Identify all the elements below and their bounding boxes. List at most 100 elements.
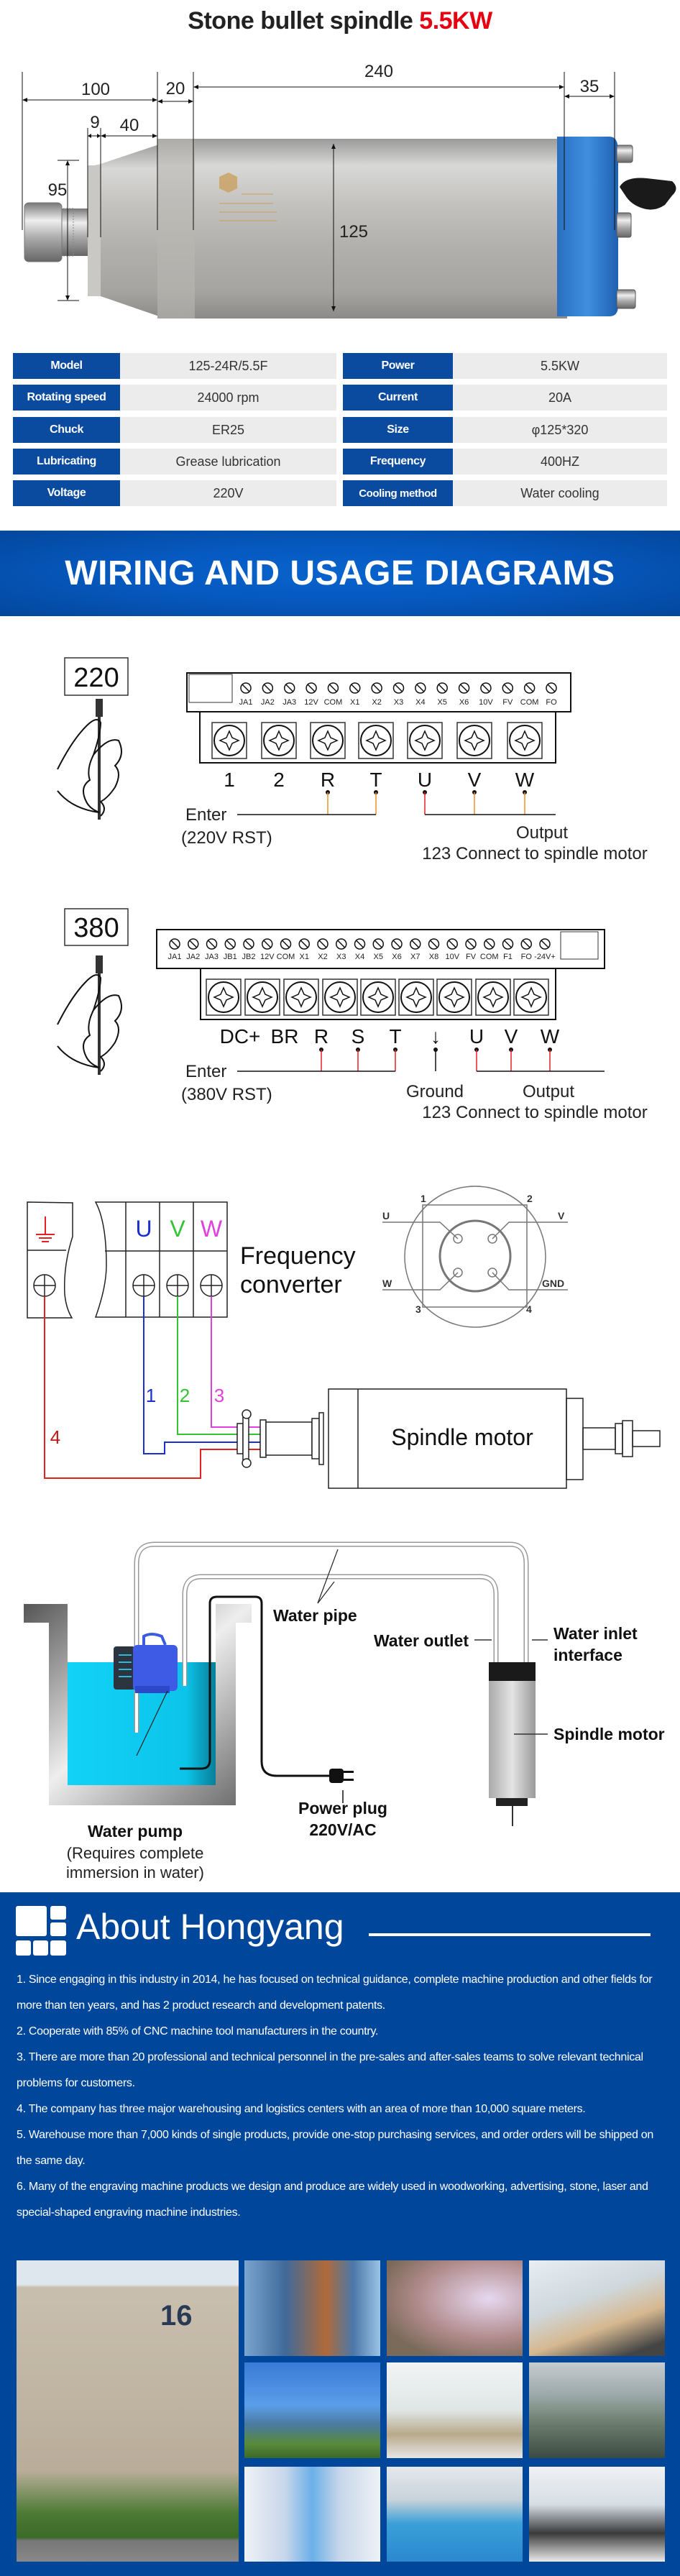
power-terminal-screw: [407, 722, 443, 759]
power-terminal-screw: [475, 978, 511, 1016]
signal-terminal-label: JA1: [168, 953, 182, 961]
signal-terminal-screw-icon: [436, 682, 448, 694]
spec-value: 125-24R/5.5F: [120, 353, 336, 379]
power-terminal-label: V: [468, 769, 482, 791]
title-power: 5.5KW: [419, 7, 492, 35]
signal-terminal-label: X5: [374, 953, 383, 961]
converter-label-2: converter: [240, 1271, 342, 1298]
spindle-nose: [88, 142, 165, 318]
signal-terminal-screw-icon: [327, 682, 339, 694]
spec-value: ER25: [120, 417, 336, 443]
photo-assembly-line: [387, 2467, 523, 2562]
photo-skyscrapers: [244, 2362, 380, 2458]
ground-terminal-block: [27, 1201, 73, 1319]
pin-4: 4: [526, 1303, 532, 1315]
signal-terminal-label: JA3: [282, 698, 296, 707]
page-title: Stone bullet spindle 5.5KW: [0, 7, 680, 35]
signal-terminal-label: F1: [503, 953, 513, 961]
power-terminal-label: DC+: [220, 1025, 261, 1048]
signal-terminal-screw-icon: [484, 938, 495, 950]
wire-3-label: 3: [214, 1385, 224, 1406]
signal-terminal-screw-icon: [392, 682, 405, 694]
spec-label: Current: [343, 385, 453, 411]
about-list: 1. Since engaging in this industry in 20…: [17, 1967, 667, 2226]
signal-terminal-label: JA2: [186, 953, 200, 961]
signal-terminal-label: 10V: [479, 698, 493, 707]
hongyang-logo: [219, 173, 237, 193]
signal-terminal-screw-icon: [539, 938, 551, 950]
signal-terminal-screw-icon: [458, 682, 470, 694]
signal-terminal-screw-icon: [188, 938, 199, 950]
power-terminal-label: S: [352, 1025, 365, 1048]
spec-label: Voltage: [13, 480, 120, 506]
power-terminal-screw: [360, 978, 396, 1016]
signal-terminal-screw-icon: [169, 938, 180, 950]
signal-terminal-screw-icon: [372, 938, 384, 950]
phase-w-label: W: [201, 1216, 223, 1242]
enter-label: Enter: [185, 805, 226, 825]
signal-terminal-label: JB1: [224, 953, 237, 961]
spindle-motor-label: Spindle motor: [553, 1725, 665, 1743]
signal-terminal-screw-icon: [520, 938, 532, 950]
signal-terminal-label: X1: [350, 698, 359, 707]
phase-u-label: U: [135, 1216, 152, 1242]
water-cooling-diagram: Water pipe Water outlet Water inlet inte…: [24, 1541, 665, 1881]
signal-terminal-screw-icon: [280, 938, 292, 950]
spec-value: 5.5KW: [453, 353, 667, 379]
signal-terminal-label: X4: [415, 698, 425, 707]
spec-value: Water cooling: [453, 480, 667, 506]
water-pump-label: Water pump: [88, 1822, 183, 1841]
output-label: Output: [516, 823, 568, 843]
spindle-motor-icon: [489, 1662, 536, 1826]
spec-label: Model: [13, 353, 120, 379]
dim-240: 240: [364, 62, 393, 81]
about-title: About Hongyang: [76, 1907, 344, 1947]
signal-terminal-label: JA1: [239, 698, 253, 707]
signal-terminal-screw-icon: [502, 682, 514, 694]
voltage-sign: [64, 657, 129, 696]
dimension-lines: [22, 72, 615, 311]
enter-note: (220V RST): [181, 828, 272, 848]
power-terminal-label: U: [469, 1025, 484, 1048]
signal-terminal-label: 12V: [260, 953, 275, 961]
signal-terminal-label: 10V: [445, 953, 459, 961]
signal-terminal-label: FV: [466, 953, 477, 961]
power-terminal-label: ↓: [431, 1025, 441, 1048]
power-plug-label: Power plug: [298, 1799, 387, 1818]
signal-terminal-label: X7: [410, 953, 420, 961]
power-terminal-label: 1: [224, 769, 235, 791]
power-plug-icon: [329, 1769, 354, 1803]
signal-terminal-screw-icon: [391, 938, 403, 950]
section-banner: WIRING AND USAGE DIAGRAMS: [0, 531, 680, 616]
about-item: 2. Cooperate with 85% of CNC machine too…: [17, 2025, 379, 2038]
signal-terminal-screw-icon: [354, 938, 366, 950]
signal-terminal-label: FO: [546, 698, 557, 707]
dim-125: 125: [339, 222, 368, 242]
signal-terminal-label: JA2: [261, 698, 275, 707]
dim-9: 9: [90, 113, 99, 132]
signal-terminal-screw-icon: [465, 938, 477, 950]
signal-terminal-screw-icon: [262, 938, 273, 950]
signal-terminal-label: COM: [520, 698, 539, 707]
about-grid-icon: [16, 1906, 66, 1956]
plug-gnd: GND: [542, 1278, 564, 1289]
signal-terminal-screw-icon: [523, 682, 536, 694]
output-note: 123 Connect to spindle motor: [422, 1103, 648, 1122]
pin-3: 3: [415, 1303, 421, 1315]
signal-terminal-label: X6: [459, 698, 469, 707]
signal-terminal-label: JB2: [242, 953, 256, 961]
signal-terminal-screw-icon: [206, 938, 218, 950]
ground-symbol-icon: [36, 1216, 55, 1242]
signal-terminal-label: FV: [502, 698, 513, 707]
signal-terminal-screw-icon: [546, 682, 557, 694]
power-terminal-label: W: [541, 1025, 560, 1048]
spec-value: 24000 rpm: [120, 385, 336, 411]
signal-terminal-screw-icon: [480, 682, 492, 694]
water-inlet-label-2: interface: [553, 1646, 622, 1664]
wire-1: [143, 1296, 313, 1454]
